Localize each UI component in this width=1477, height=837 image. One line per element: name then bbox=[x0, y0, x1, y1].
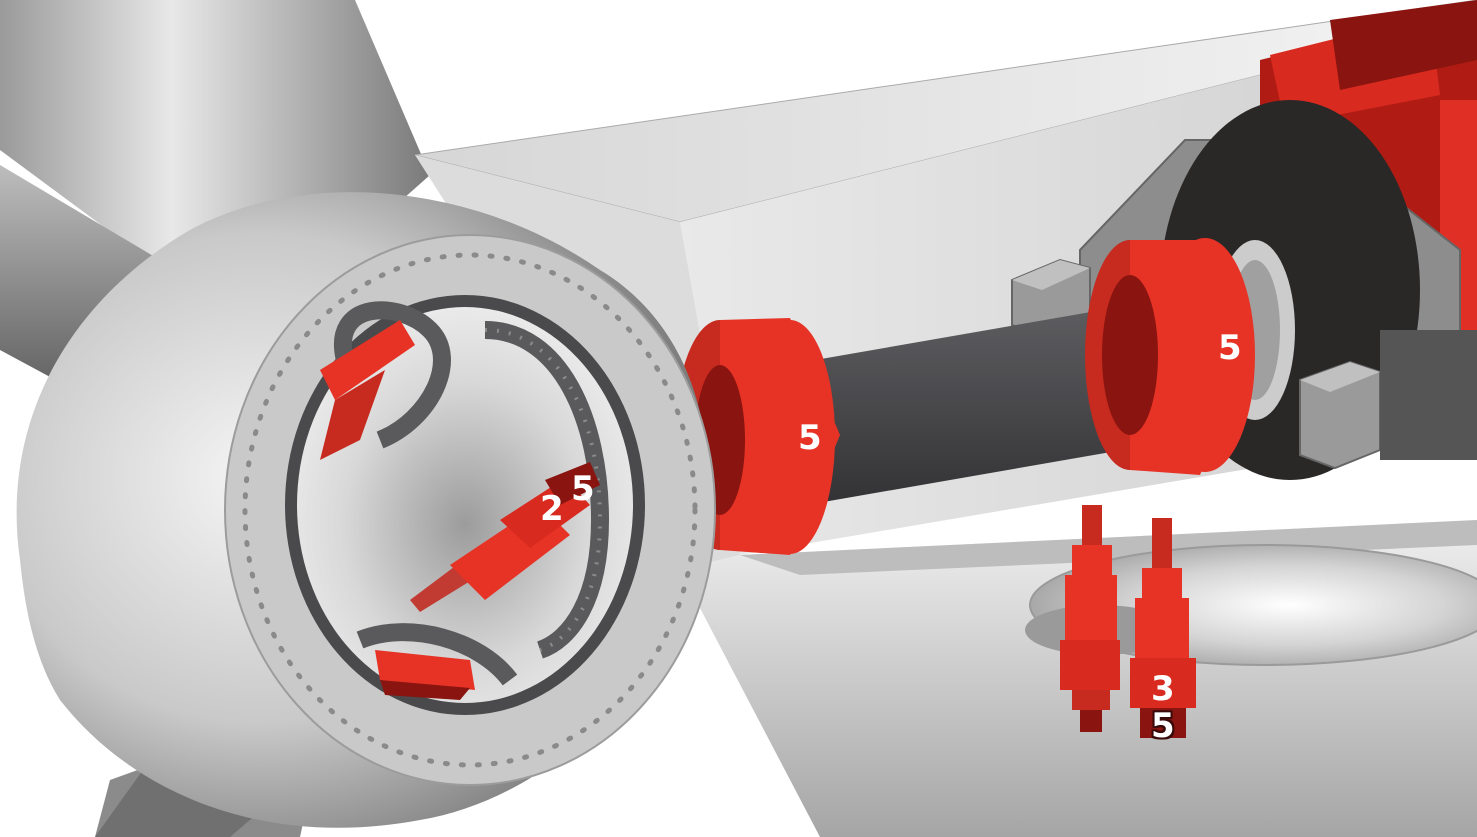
callout-bolts-secondary: 5 bbox=[1151, 709, 1175, 743]
callout-hub-bearing: 2 bbox=[540, 492, 564, 526]
callout-bolts-primary: 3 bbox=[1151, 672, 1175, 706]
callout-hub-bearing-secondary: 5 bbox=[571, 472, 595, 506]
hub-flange-ring bbox=[225, 235, 715, 785]
callout-main-bearing-rear: 5 bbox=[1218, 331, 1242, 365]
callout-main-bearing-front: 5 bbox=[798, 421, 822, 455]
